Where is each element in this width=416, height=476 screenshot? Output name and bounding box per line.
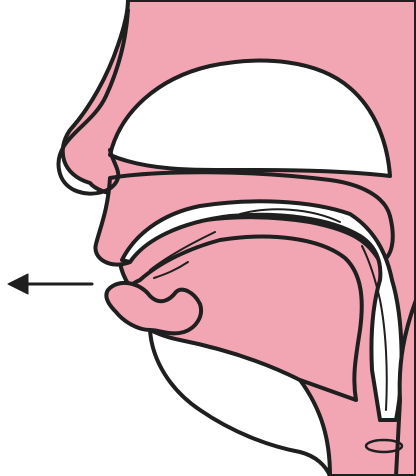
exhale-arrow-head: [8, 274, 28, 294]
